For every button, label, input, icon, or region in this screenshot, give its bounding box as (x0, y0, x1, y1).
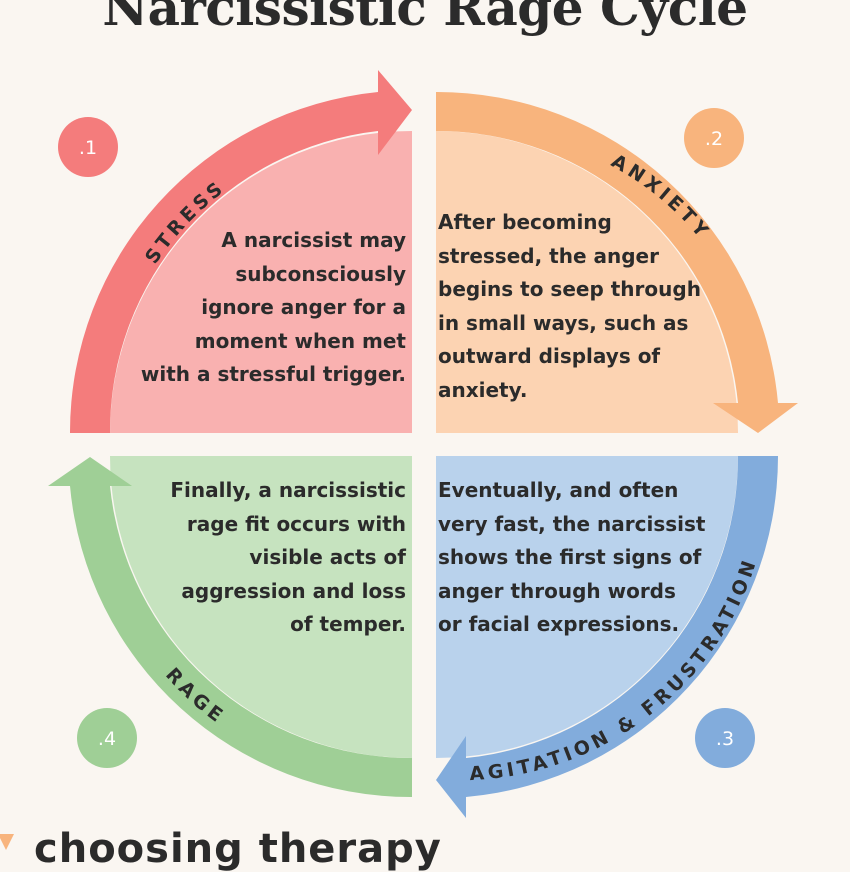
description-line: A narcissist may (221, 228, 406, 252)
anxiety-arrow (436, 91, 798, 433)
description-line: in small ways, such as (438, 310, 689, 335)
description-line: anger through words (438, 578, 676, 603)
page-title: Narcissistic Rage Cycle (102, 0, 748, 37)
description-line: moment when met (194, 328, 406, 353)
stage-3-number: .3 (716, 728, 734, 750)
description-line: of temper. (290, 612, 406, 636)
description-line: Eventually, and often (438, 478, 679, 502)
stage-3-badge (695, 708, 755, 768)
stage-4-number: .4 (98, 728, 116, 750)
description-line: After becoming (438, 210, 612, 234)
rage-arrow (48, 457, 412, 798)
anxiety-quadrant (436, 131, 738, 433)
description-line: stressed, the anger (438, 243, 659, 268)
stage-1-badge (58, 117, 118, 177)
rage-quadrant (110, 456, 412, 758)
agitation-arrow (436, 456, 779, 818)
description-line: subconsciously (235, 261, 406, 286)
rage-description: Finally, a narcissistic rage fit occurs … (116, 474, 406, 642)
agitation-description: Eventually, and often very fast, the nar… (438, 474, 738, 642)
brand-logo-shape (0, 834, 14, 850)
rage-cycle-diagram: STRESS ANXIETY AGITATION & FRUSTRATION R… (48, 70, 798, 818)
stage-2-badge (684, 108, 744, 168)
description-line: ignore anger for a (201, 295, 406, 319)
stage-1-number: .1 (79, 137, 97, 159)
stress-description: A narcissist may subconsciously ignore a… (116, 224, 406, 392)
description-line: rage fit occurs with (186, 511, 406, 536)
brand-name: choosing therapy (34, 826, 442, 872)
stress-quadrant (110, 131, 412, 433)
description-line: or facial expressions. (438, 612, 680, 636)
description-line: Finally, a narcissistic (170, 478, 406, 502)
brand-logo-icon (0, 834, 14, 850)
description-line: very fast, the narcissist (438, 511, 706, 536)
stage-2-number: .2 (705, 128, 723, 150)
description-line: shows the first signs of (438, 545, 702, 569)
stage-4-badge (77, 708, 137, 768)
description-line: aggression and loss (181, 578, 406, 603)
stress-arrow (69, 70, 412, 433)
agitation-quadrant (436, 456, 738, 758)
description-line: anxiety. (438, 377, 528, 402)
description-line: visible acts of (249, 545, 406, 569)
description-line: with a stressful trigger. (140, 362, 406, 386)
description-line: begins to seep through (438, 277, 701, 301)
anxiety-description: After becoming stressed, the anger begin… (438, 206, 738, 407)
description-line: outward displays of (438, 344, 661, 368)
